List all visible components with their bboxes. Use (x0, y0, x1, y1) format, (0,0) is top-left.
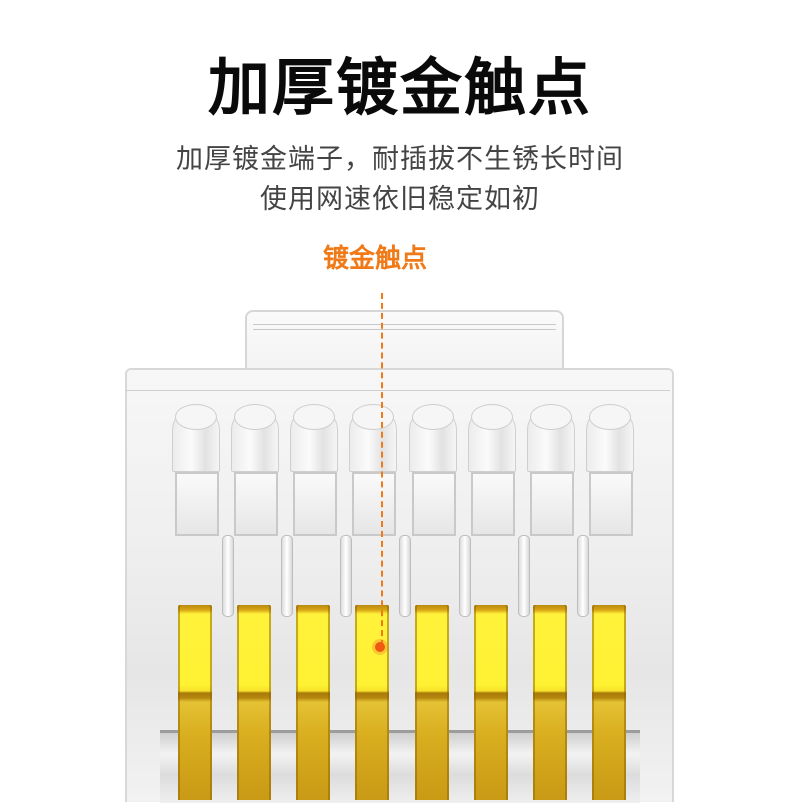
wire-hole (471, 404, 513, 430)
pin-slot (234, 472, 278, 536)
page-title: 加厚镀金触点 (207, 51, 592, 124)
callout-label: 镀金触点 (323, 244, 428, 274)
callout-leader-line (381, 293, 383, 646)
wire-hole (234, 404, 276, 430)
pin-slot (352, 472, 396, 536)
gold-contact-pin (178, 605, 212, 800)
connector-base (160, 730, 640, 803)
separator-rib (399, 535, 411, 617)
separator-rib (340, 535, 352, 617)
separator-rib (222, 535, 234, 617)
pin-slot (293, 472, 337, 536)
gold-contact-pin (415, 605, 449, 800)
wire-hole (293, 404, 335, 430)
separator-rib (459, 535, 471, 617)
connector-body-edge (125, 380, 670, 391)
subtitle: 加厚镀金端子，耐插拔不生锈长时间 使用网速依旧稳定如初 (0, 140, 800, 220)
gold-contact-pin (592, 605, 626, 800)
wire-hole (352, 404, 394, 430)
wire-hole (175, 404, 217, 430)
pin-slot (589, 472, 633, 536)
separator-rib (577, 535, 589, 617)
gold-contact-pin (355, 605, 389, 800)
pin-slot (175, 472, 219, 536)
separator-rib (518, 535, 530, 617)
pin-slot (471, 472, 515, 536)
gold-contact-pin (533, 605, 567, 800)
gold-contact-pin (296, 605, 330, 800)
wire-hole (530, 404, 572, 430)
pin-slot (530, 472, 574, 536)
pin-slot (412, 472, 456, 536)
separator-rib (281, 535, 293, 617)
wire-hole (412, 404, 454, 430)
subtitle-line-2: 使用网速依旧稳定如初 (260, 184, 540, 215)
gold-contact-pin (237, 605, 271, 800)
callout-dot-icon (375, 642, 385, 652)
gold-contact-pin (474, 605, 508, 800)
wire-hole (589, 404, 631, 430)
subtitle-line-1: 加厚镀金端子，耐插拔不生锈长时间 (176, 144, 624, 175)
